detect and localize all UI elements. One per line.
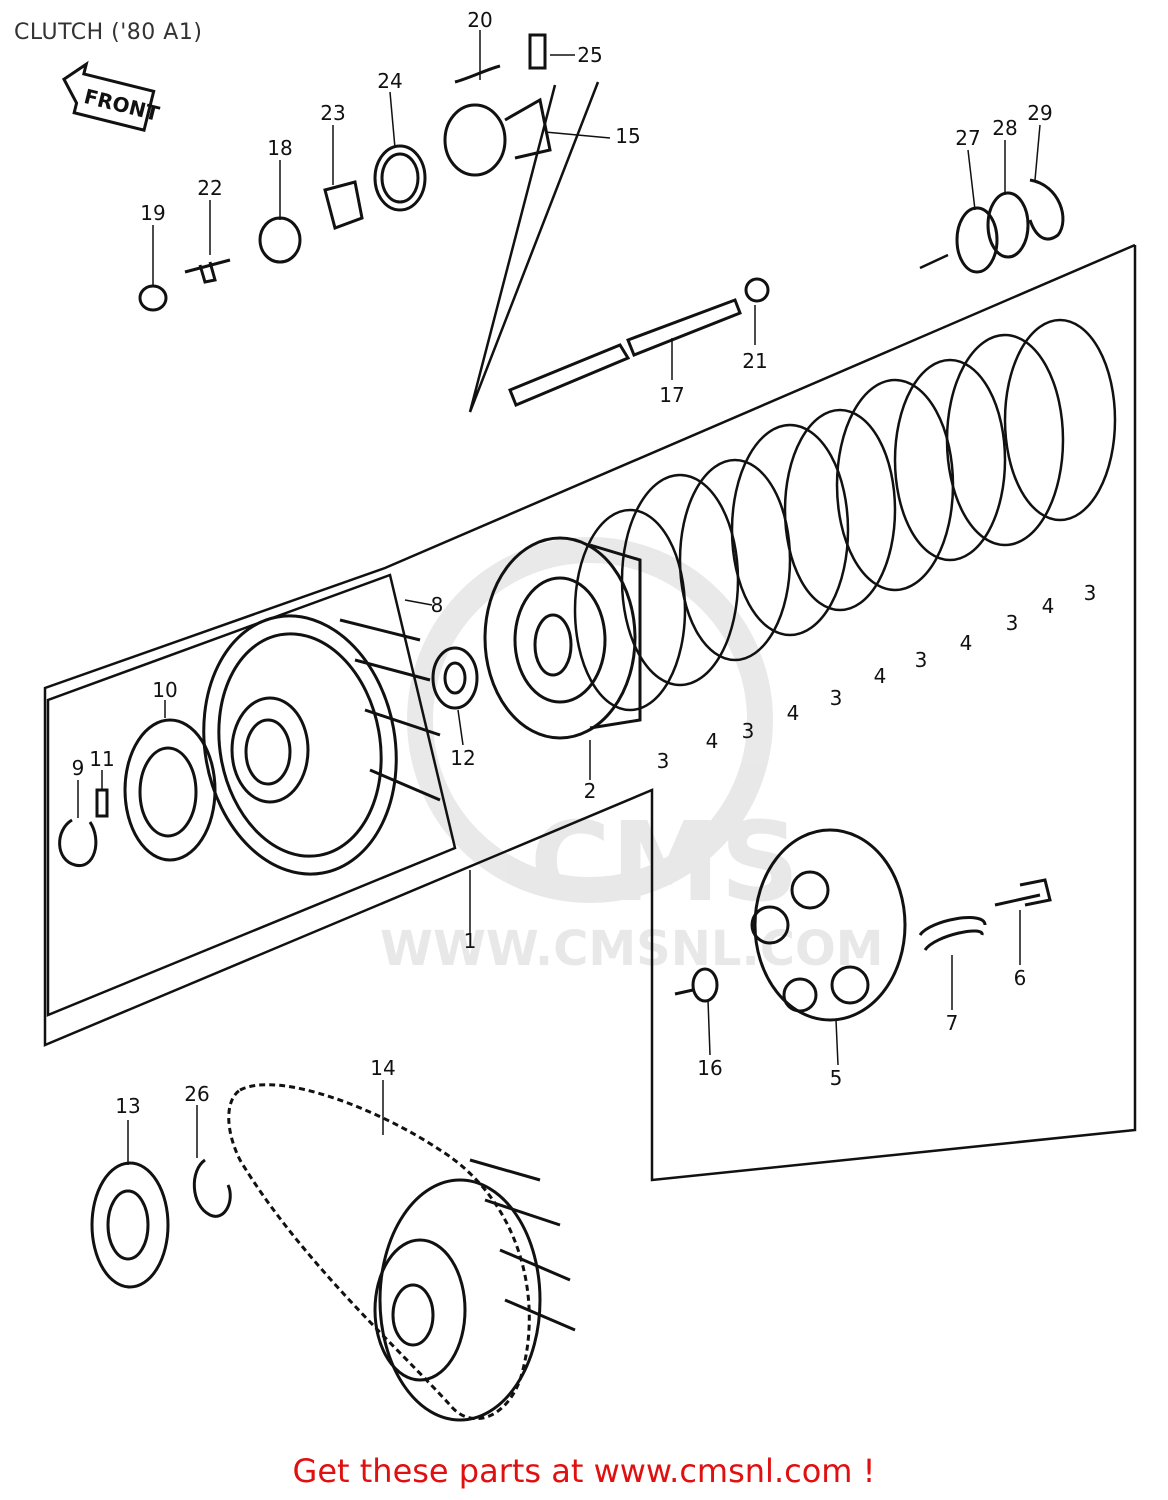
callout-9: 9 — [72, 756, 85, 780]
callout-12: 12 — [450, 746, 475, 770]
circlips-right — [955, 178, 1065, 274]
callout-4: 4 — [874, 664, 887, 688]
callout-3: 3 — [915, 648, 928, 672]
assembly-outlines — [43, 81, 1137, 1182]
push-rods — [508, 277, 770, 407]
callout-3: 3 — [830, 686, 843, 710]
front-arrow-icon: FRONT — [61, 60, 162, 132]
cmsnl-footer-link[interactable]: Get these parts at www.cmsnl.com ! — [292, 1452, 876, 1490]
release-mechanism-parts — [138, 33, 552, 312]
primary-gear — [123, 718, 217, 862]
watermark: CMS WWW.CMSNL.COM — [380, 537, 884, 977]
callout-11: 11 — [89, 747, 114, 771]
callout-3: 3 — [657, 749, 670, 773]
callout-25: 25 — [577, 43, 602, 67]
callout-10: 10 — [152, 678, 177, 702]
callout-4: 4 — [706, 729, 719, 753]
callout-3: 3 — [1084, 581, 1097, 605]
clutch-hub — [483, 536, 642, 740]
callout-22: 22 — [197, 176, 222, 200]
callout-27: 27 — [955, 126, 980, 150]
callout-6: 6 — [1014, 966, 1027, 990]
callout-14: 14 — [370, 1056, 395, 1080]
friction-and-steel-plates — [573, 318, 1117, 712]
callout-2: 2 — [584, 779, 597, 803]
watermark-logo-text: CMS — [530, 798, 799, 926]
callout-4: 4 — [787, 701, 800, 725]
callout-20: 20 — [467, 8, 492, 32]
callout-18: 18 — [267, 136, 292, 160]
pressure-plate-assembly — [674, 828, 1052, 1022]
callout-19: 19 — [140, 201, 165, 225]
callout-3: 3 — [742, 719, 755, 743]
callout-4: 4 — [1042, 594, 1055, 618]
callout-21: 21 — [742, 349, 767, 373]
callout-26: 26 — [184, 1082, 209, 1106]
callout-4: 4 — [960, 631, 973, 655]
callout-24: 24 — [377, 69, 402, 93]
watermark-url-text: WWW.CMSNL.COM — [380, 921, 884, 977]
callout-7: 7 — [946, 1011, 959, 1035]
callout-29: 29 — [1027, 101, 1052, 125]
callout-8: 8 — [431, 593, 444, 617]
footer-link-container: Get these parts at www.cmsnl.com ! — [0, 1452, 1168, 1490]
callout-28: 28 — [992, 116, 1017, 140]
clutch-housing — [202, 614, 441, 876]
callout-3: 3 — [1006, 611, 1019, 635]
callout-1: 1 — [464, 929, 477, 953]
thrust-washer — [431, 646, 479, 710]
primary-drive-assembly — [90, 1083, 576, 1422]
diagram-title: CLUTCH ('80 A1) — [14, 20, 203, 45]
callout-15: 15 — [615, 124, 640, 148]
callout-13: 13 — [115, 1094, 140, 1118]
callout-23: 23 — [320, 101, 345, 125]
callout-labels: 1 2 3 3 3 3 3 3 3 3 4 4 4 4 4 4 5 6 7 8 … — [72, 8, 1097, 1118]
circlip-and-pin — [58, 788, 109, 867]
callout-17: 17 — [659, 383, 684, 407]
leader-lines — [77, 30, 1041, 1165]
callout-16: 16 — [697, 1056, 722, 1080]
callout-5: 5 — [830, 1066, 843, 1090]
